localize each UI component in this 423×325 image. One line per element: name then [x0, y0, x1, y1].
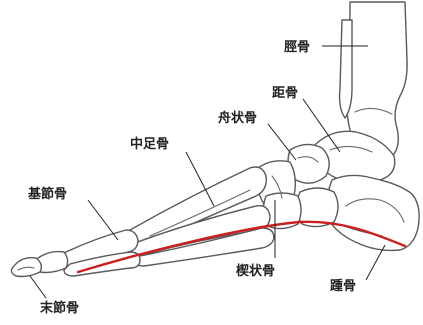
metatarsal-label: 中足骨 [130, 136, 169, 152]
cuneiform-label: 楔状骨 [236, 263, 275, 279]
distal-phalanx-label: 末節骨 [39, 300, 79, 316]
navicular-leader-line [268, 124, 296, 160]
tibia-label: 脛骨 [284, 40, 310, 55]
proximal-phalanx-leader-line [88, 200, 118, 240]
calcaneus-leader-line [366, 245, 385, 280]
calcaneus-label: 踵骨 [330, 278, 356, 294]
fibula-bone [340, 20, 352, 118]
calcaneus-bone [326, 175, 419, 250]
navicular-label: 舟状骨 [218, 110, 257, 126]
talus-label: 距骨 [272, 86, 298, 101]
proximal-phalanx-label: 基節骨 [27, 186, 67, 202]
distal-phalanx-leader-line [30, 276, 46, 298]
